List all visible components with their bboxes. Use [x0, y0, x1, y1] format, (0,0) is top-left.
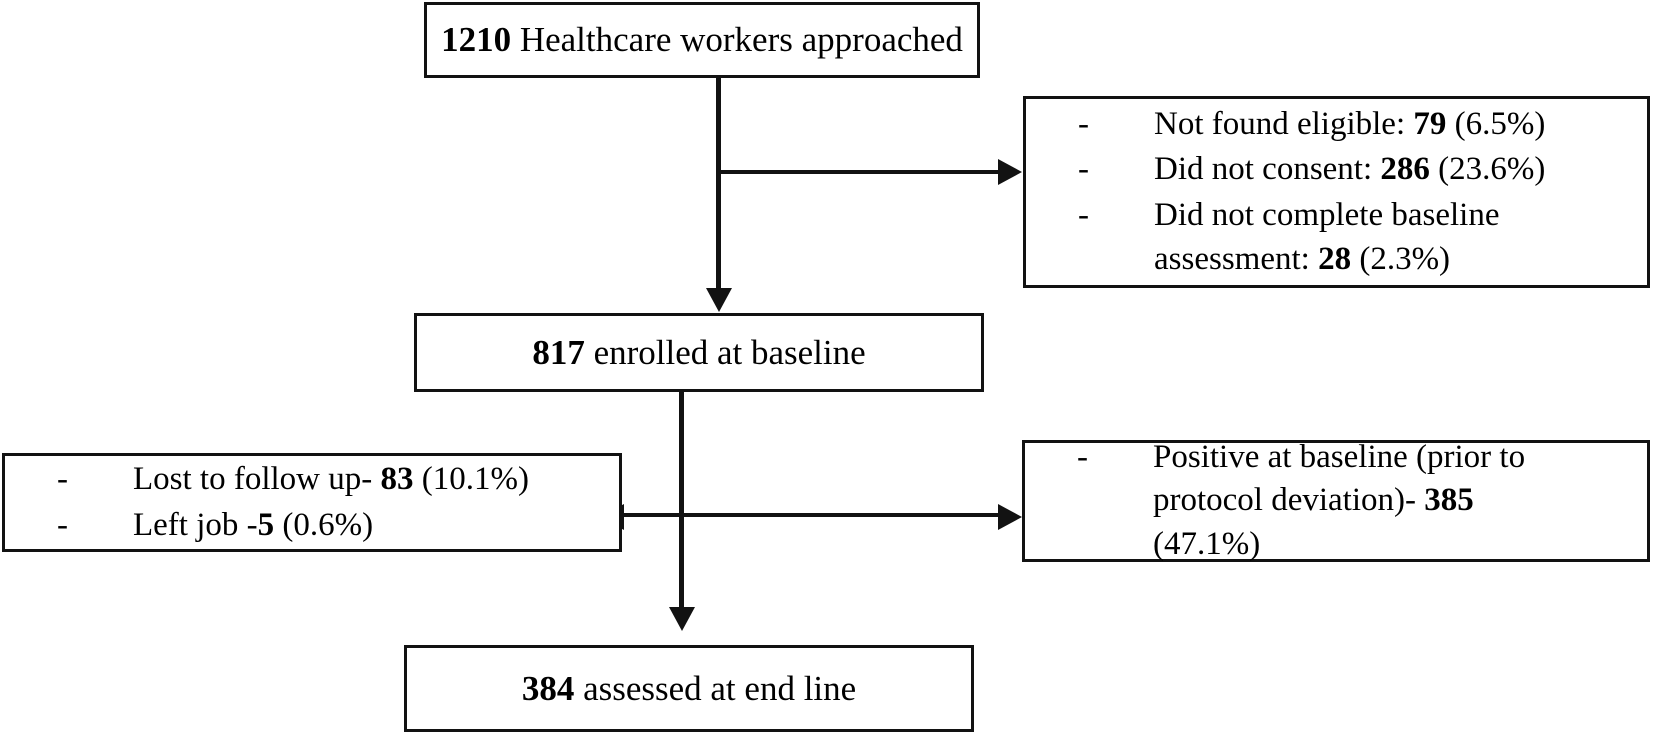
- node-approached-count: 1210: [441, 20, 512, 60]
- node-attrition-right: - Positive at baseline (prior to protoco…: [1022, 439, 1650, 562]
- attrition-right-item-0-before: Positive at baseline (prior to protocol …: [1153, 438, 1526, 519]
- node-assessed-count: 384: [521, 668, 575, 708]
- node-enrolled-count: 817: [532, 332, 585, 372]
- list-item: - Left job -5 (0.6%): [57, 504, 619, 548]
- bullet-dash: -: [1078, 197, 1089, 233]
- attrition-left-item-1-value: 5: [257, 506, 275, 543]
- list-item: - Positive at baseline (prior to protoco…: [1077, 436, 1647, 567]
- node-assessed-text: 384 assessed at end line: [522, 668, 856, 709]
- connector-trunk-lower: [679, 392, 684, 612]
- bullet-dash: -: [57, 506, 68, 543]
- arrowhead-to-enrolled: [706, 288, 732, 312]
- attrition-left-item-1-after: (0.6%): [274, 506, 374, 543]
- excluded-item-1-after: (23.6%): [1429, 151, 1546, 188]
- node-assessed: 384 assessed at end line: [404, 645, 974, 732]
- connector-to-excluded: [718, 170, 1000, 174]
- node-approached: 1210 Healthcare workers approached: [424, 2, 980, 78]
- excluded-item-2-after: (2.3%): [1351, 240, 1451, 277]
- connector-trunk-upper: [716, 78, 721, 293]
- bullet-dash: -: [57, 460, 68, 497]
- excluded-item-2-value: 28: [1318, 240, 1352, 277]
- attrition-left-item-1-before: Left job -: [133, 506, 258, 543]
- node-enrolled-label: enrolled at baseline: [584, 332, 866, 372]
- list-item: - Lost to follow up- 83 (10.1%): [57, 458, 619, 502]
- attrition-right-item-0-after: (47.1%): [1153, 525, 1261, 562]
- node-approached-label: Healthcare workers approached: [511, 20, 963, 60]
- excluded-item-2-before: Did not complete baseline assessment:: [1154, 197, 1500, 277]
- arrowhead-to-assessed: [669, 607, 695, 631]
- attrition-left-item-0-after: (10.1%): [413, 460, 529, 497]
- connector-attrition-horizontal: [620, 513, 1000, 517]
- node-attrition-left: - Lost to follow up- 83 (10.1%) - Left j…: [2, 453, 622, 552]
- excluded-item-0-before: Not found eligible:: [1154, 105, 1414, 142]
- attrition-left-item-0-before: Lost to follow up-: [133, 460, 381, 497]
- excluded-list: - Not found eligible: 79 (6.5%) - Did no…: [1026, 103, 1647, 281]
- attrition-right-item-0-value: 385: [1424, 482, 1474, 519]
- bullet-dash: -: [1078, 151, 1089, 188]
- list-item: - Did not complete baseline assessment: …: [1078, 194, 1647, 281]
- list-item: - Did not consent: 286 (23.6%): [1078, 148, 1647, 192]
- attrition-left-list: - Lost to follow up- 83 (10.1%) - Left j…: [5, 458, 619, 547]
- excluded-item-1-value: 286: [1380, 151, 1430, 188]
- excluded-item-0-value: 79: [1413, 105, 1447, 142]
- excluded-item-0-after: (6.5%): [1446, 105, 1546, 142]
- node-excluded: - Not found eligible: 79 (6.5%) - Did no…: [1023, 96, 1650, 288]
- bullet-dash: -: [1077, 438, 1088, 475]
- arrowhead-to-attrition-right: [998, 504, 1022, 530]
- excluded-item-1-before: Did not consent:: [1154, 151, 1381, 188]
- bullet-dash: -: [1078, 105, 1089, 142]
- attrition-left-item-0-value: 83: [380, 460, 414, 497]
- node-enrolled: 817 enrolled at baseline: [414, 313, 984, 392]
- node-assessed-label: assessed at end line: [574, 668, 857, 708]
- list-item: - Not found eligible: 79 (6.5%): [1078, 103, 1647, 147]
- attrition-right-list: - Positive at baseline (prior to protoco…: [1025, 436, 1647, 567]
- node-enrolled-text: 817 enrolled at baseline: [532, 332, 865, 373]
- node-approached-text: 1210 Healthcare workers approached: [441, 19, 963, 60]
- arrowhead-to-excluded: [998, 159, 1022, 185]
